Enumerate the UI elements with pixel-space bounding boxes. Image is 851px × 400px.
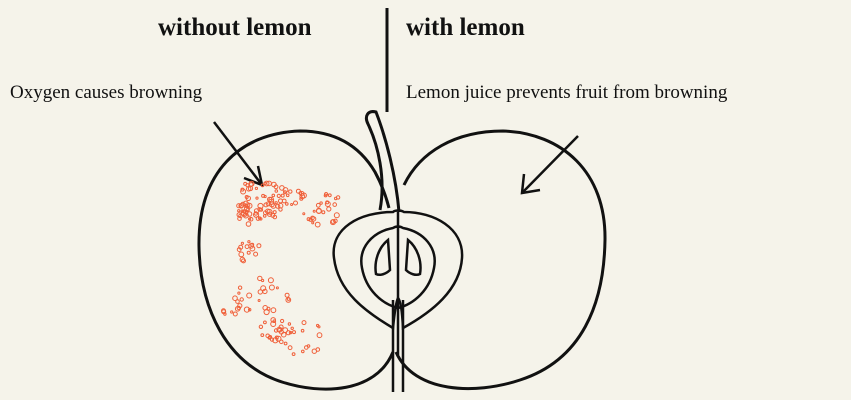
browning-spot bbox=[312, 222, 314, 224]
browning-spot bbox=[264, 182, 266, 184]
browning-spot bbox=[275, 202, 277, 204]
browning-spot bbox=[248, 241, 250, 243]
browning-spot bbox=[238, 292, 240, 294]
browning-spot bbox=[292, 353, 295, 356]
apple-half-left bbox=[199, 131, 393, 389]
browning-spot bbox=[231, 311, 233, 313]
browning-spot bbox=[291, 204, 293, 206]
browning-spot bbox=[284, 342, 287, 345]
browning-spot bbox=[312, 349, 316, 353]
browning-spot bbox=[247, 251, 250, 254]
browning-spot bbox=[286, 203, 289, 206]
browning-spot bbox=[327, 207, 331, 211]
browning-spot bbox=[257, 244, 261, 248]
browning-spot bbox=[271, 308, 276, 313]
browning-spot bbox=[315, 222, 320, 227]
browning-spot bbox=[288, 323, 290, 325]
browning-spot bbox=[270, 338, 273, 341]
browning-spot bbox=[255, 187, 257, 189]
browning-spot bbox=[335, 197, 337, 199]
browning-spot bbox=[238, 210, 240, 212]
browning-spot bbox=[263, 215, 266, 218]
seed-left bbox=[376, 240, 391, 275]
browning-spot bbox=[293, 331, 296, 334]
browning-spot bbox=[224, 313, 226, 315]
browning-spot bbox=[302, 321, 306, 325]
browning-spot bbox=[269, 285, 274, 290]
browning-spot bbox=[291, 327, 293, 329]
browning-spot bbox=[281, 332, 286, 337]
arrow-icon bbox=[214, 122, 262, 185]
browning-spot bbox=[259, 325, 262, 328]
browning-spot bbox=[313, 210, 315, 212]
arrow-icon bbox=[522, 136, 578, 193]
browning-spot bbox=[286, 194, 289, 197]
browning-spot bbox=[294, 201, 298, 205]
browning-spot bbox=[275, 190, 278, 193]
browning-spot bbox=[328, 194, 331, 197]
browning-spot bbox=[286, 331, 290, 335]
browning-spot bbox=[264, 321, 267, 324]
browning-spot bbox=[247, 293, 252, 298]
browning-spot bbox=[307, 345, 310, 348]
seed-right bbox=[406, 240, 421, 275]
apple-half-right bbox=[396, 131, 605, 389]
browning-spot bbox=[301, 329, 304, 332]
browning-spot bbox=[334, 213, 339, 218]
browning-spot bbox=[241, 189, 246, 194]
browning-spot bbox=[303, 213, 305, 215]
browning-spot bbox=[254, 252, 258, 256]
browning-spot bbox=[302, 350, 305, 353]
browning-spot bbox=[258, 300, 260, 302]
browning-spot bbox=[246, 212, 248, 214]
browning-spot bbox=[285, 293, 289, 297]
browning-spot bbox=[241, 242, 243, 244]
browning-spot bbox=[264, 195, 266, 197]
browning-spot bbox=[276, 204, 280, 208]
browning-spot bbox=[317, 333, 322, 338]
browning-spot bbox=[249, 183, 253, 187]
browning-spot bbox=[239, 252, 244, 257]
browning-spot bbox=[277, 194, 280, 197]
browning-spot bbox=[238, 286, 241, 289]
browning-spot bbox=[245, 245, 249, 249]
browning-spot bbox=[268, 278, 273, 283]
browning-spot bbox=[288, 346, 292, 350]
browning-spot bbox=[281, 194, 284, 197]
browning-spot bbox=[258, 276, 262, 280]
browning-spot bbox=[333, 203, 337, 207]
browning-spots bbox=[222, 181, 340, 355]
browning-spot bbox=[281, 319, 284, 322]
browning-spot bbox=[240, 298, 243, 301]
browning-spot bbox=[289, 190, 292, 193]
browning-spot bbox=[287, 298, 290, 301]
browning-spot bbox=[320, 202, 322, 204]
browning-spot bbox=[272, 194, 275, 197]
browning-spot bbox=[246, 222, 251, 227]
browning-spot bbox=[318, 326, 320, 328]
browning-spot bbox=[316, 203, 320, 207]
browning-spot bbox=[276, 287, 278, 289]
browning-spot bbox=[233, 312, 237, 316]
browning-spot bbox=[322, 211, 325, 214]
browning-spot bbox=[261, 334, 264, 337]
browning-spot bbox=[256, 197, 258, 199]
browning-spot bbox=[233, 296, 238, 301]
apple-stem bbox=[366, 112, 399, 212]
